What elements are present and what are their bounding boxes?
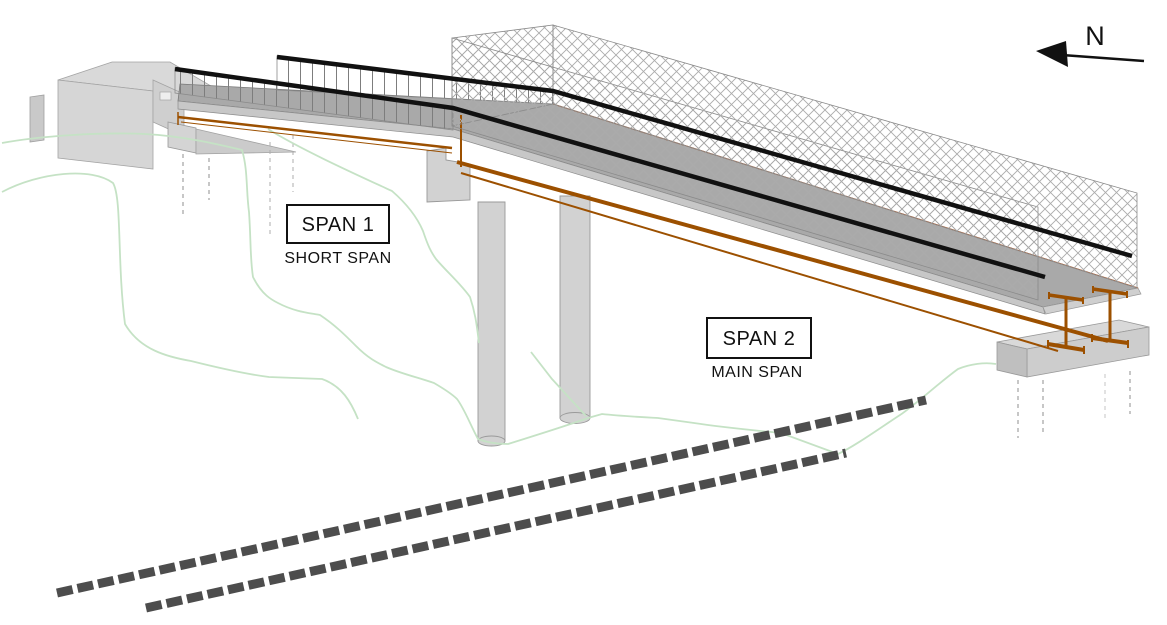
contour-line — [267, 128, 480, 344]
span2-label-box — [706, 317, 812, 359]
near-handrail — [174, 66, 1046, 280]
north-arrow: N — [1036, 21, 1145, 67]
steel-girders — [177, 112, 1129, 354]
abutment-notch — [159, 91, 172, 101]
soffit-wedge — [195, 128, 297, 155]
span1-label: SPAN 1 SHORT SPAN — [284, 204, 391, 267]
span1-girder — [177, 115, 453, 150]
far-handrail — [276, 54, 1133, 259]
north-label: N — [1085, 21, 1105, 51]
span2-label: SPAN 2 MAIN SPAN — [706, 317, 812, 381]
contour-line — [1, 132, 997, 455]
right-abutment-piles — [1017, 371, 1131, 438]
road-dashed-line-1 — [56, 395, 927, 598]
girder-end-section-far — [1091, 286, 1129, 348]
road-below — [56, 395, 927, 613]
right-block-end — [996, 341, 1028, 378]
handrails — [174, 54, 1133, 280]
pier-column-1 — [477, 201, 506, 442]
span1-title: SPAN 1 — [302, 214, 375, 236]
north-arrow-shaft — [1061, 53, 1145, 63]
span2-title: SPAN 2 — [723, 328, 796, 350]
span2-subtitle: MAIN SPAN — [711, 364, 802, 381]
north-arrow-head — [1036, 41, 1068, 67]
contour-line — [1, 172, 359, 420]
pier-column-2 — [559, 195, 591, 419]
right-abutment — [996, 319, 1150, 438]
ground-contours — [1, 128, 997, 455]
span2-near-girder — [460, 172, 1059, 352]
wingwall — [57, 79, 154, 170]
span1-girder-lower-line — [180, 121, 453, 154]
far-wingwall — [29, 94, 45, 143]
span1-subtitle: SHORT SPAN — [284, 250, 391, 267]
span2-far-mesh-fence — [552, 24, 1138, 289]
span2-far-girder — [456, 160, 1109, 343]
contour-line — [530, 351, 587, 417]
girder-end-section-near — [1047, 292, 1085, 354]
center-pier — [426, 147, 591, 447]
span1-label-box — [286, 204, 390, 244]
left-abutment-piles — [182, 135, 294, 238]
pier-cap — [426, 147, 471, 203]
road-dashed-line-2 — [145, 448, 847, 613]
